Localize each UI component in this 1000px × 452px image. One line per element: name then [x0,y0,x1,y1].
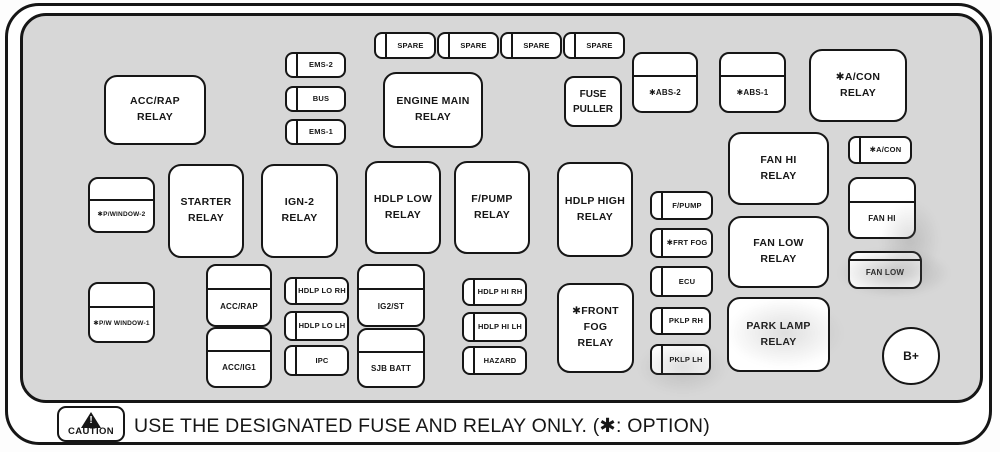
fuse-acc-rap: ACC/RAP [206,264,272,327]
relay-park-lamp: PARK LAMP RELAY [727,297,830,372]
battery-terminal-b-plus: B+ [882,327,940,385]
fuse-frt-fog: ✱FRT FOG [650,228,713,258]
fuse-fan-hi: FAN HI [848,177,916,239]
fuse-spare-4: SPARE [563,32,625,59]
relay-ign-2: IGN-2 RELAY [261,164,338,258]
fuse-hdlp-lo-rh: HDLP LO RH [284,277,349,305]
fuse-pklp-lh: PKLP LH [650,344,711,375]
relay-front-fog: ✱FRONT FOG RELAY [557,283,634,373]
fuse-fan-low: FAN LOW [848,251,922,289]
fuse-spare-2: SPARE [437,32,499,59]
fuse-spare-3: SPARE [500,32,562,59]
fuse-abs-2: ✱ABS-2 [632,52,698,113]
fuse-ecu: ECU [650,266,713,297]
relay-starter: STARTER RELAY [168,164,244,258]
fuse-f-pump: F/PUMP [650,191,713,220]
fuse-p-window-2: ✱P/WINDOW-2 [88,177,155,233]
fuse-hdlp-lo-lh: HDLP LO LH [284,311,349,341]
fuse-acon: ✱A/CON [848,136,912,164]
fuse-hazard: HAZARD [462,346,527,375]
caution-badge-label: CAUTION [67,426,115,437]
fuse-puller-slot: FUSE PULLER [564,76,622,127]
fuse-p-w-window-1: ✱P/W WINDOW-1 [88,282,155,343]
fuse-hdlp-hi-lh: HDLP HI LH [462,312,527,342]
fuse-abs-1: ✱ABS-1 [719,52,786,113]
relay-fan-low: FAN LOW RELAY [728,216,829,288]
relay-acc-rap: ACC/RAP RELAY [104,75,206,145]
fuse-bus: BUS [285,86,346,112]
fuse-hdlp-hi-rh: HDLP HI RH [462,278,527,306]
caution-badge: ! CAUTION [57,406,125,442]
fuse-ems-2: EMS-2 [285,52,346,78]
relay-fan-hi: FAN HI RELAY [728,132,829,205]
relay-hdlp-high: HDLP HIGH RELAY [557,162,633,257]
relay-engine-main: ENGINE MAIN RELAY [383,72,483,148]
fuse-ig2-st: IG2/ST [357,264,425,327]
fuse-sjb-batt: SJB BATT [357,328,425,388]
relay-acon: ✱A/CON RELAY [809,49,907,122]
caution-message: USE THE DESIGNATED FUSE AND RELAY ONLY. … [134,415,710,437]
fuse-ipc: IPC [284,345,349,376]
fuse-ems-1: EMS-1 [285,119,346,145]
fuse-acc-ig1: ACC/IG1 [206,327,272,388]
warning-triangle-icon: ! [81,412,101,428]
fuse-pklp-rh: PKLP RH [650,307,711,335]
fuse-spare-1: SPARE [374,32,436,59]
relay-f-pump: F/PUMP RELAY [454,161,530,254]
relay-hdlp-low: HDLP LOW RELAY [365,161,441,254]
